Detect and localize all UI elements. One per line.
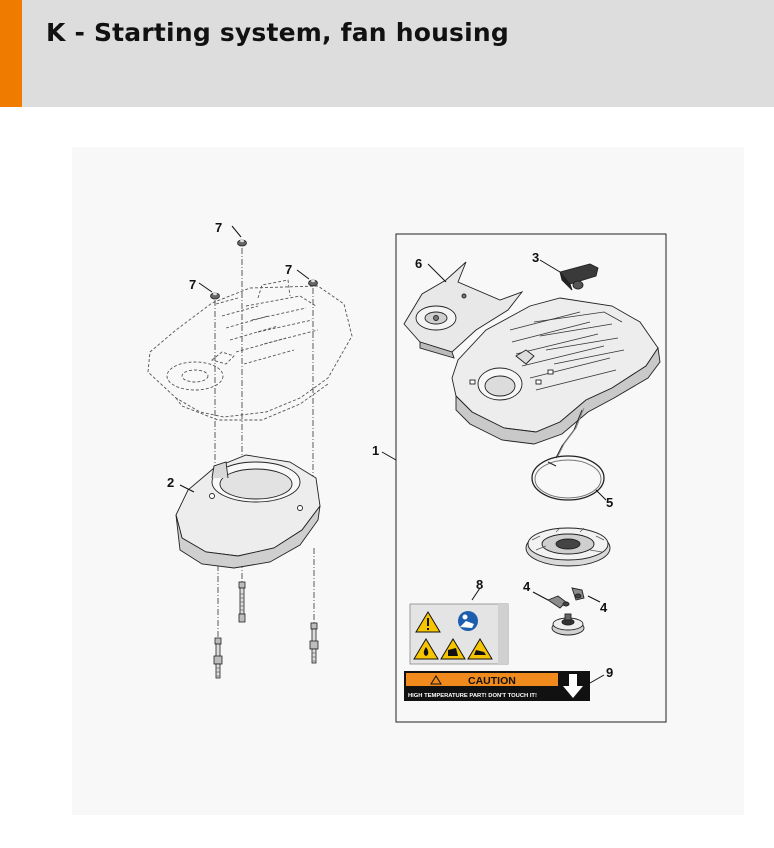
hand-hot-surface-icon	[467, 638, 493, 660]
callout-9: 9	[606, 665, 613, 680]
leader-4a	[532, 591, 549, 601]
leader-1	[381, 451, 397, 461]
pawl-4-right	[571, 587, 585, 601]
diagram-panel	[72, 147, 744, 815]
callout-6: 6	[415, 256, 422, 271]
screw-center	[238, 581, 246, 623]
assembly-box	[395, 233, 667, 723]
callout-7-left: 7	[189, 277, 196, 292]
callout-2: 2	[167, 475, 174, 490]
callout-1: 1	[372, 443, 379, 458]
pawl-4-left	[547, 595, 570, 609]
leader-2	[179, 484, 195, 493]
callout-4-right: 4	[600, 600, 608, 615]
leader-6	[427, 263, 447, 283]
nut-7-left	[198, 282, 220, 300]
fire-icon	[413, 638, 439, 660]
starter-rope-5	[531, 407, 605, 501]
ghost-housing-outline	[147, 279, 353, 421]
arrow-down-icon	[563, 674, 583, 698]
starter-hub	[551, 613, 585, 636]
page-title: K - Starting system, fan housing	[46, 18, 510, 47]
nut-7-top	[231, 225, 247, 247]
callout-3: 3	[532, 250, 539, 265]
screw-right	[309, 622, 319, 664]
caution-heading: CAUTION	[468, 675, 516, 687]
warning-label-8	[409, 603, 509, 665]
callout-8: 8	[476, 577, 483, 592]
read-manual-icon	[458, 611, 478, 631]
warning-icon	[415, 611, 441, 633]
nut-7-right	[296, 269, 318, 287]
starter-housing	[451, 297, 661, 445]
leader-9	[589, 674, 605, 684]
callout-4-left: 4	[523, 579, 531, 594]
fuel-pour-icon	[440, 638, 466, 660]
fan-cover-6	[403, 261, 524, 359]
callout-5: 5	[606, 495, 613, 510]
leader-4b	[587, 595, 601, 603]
caution-text: HIGH TEMPERATURE PART! DON'T TOUCH IT!	[408, 693, 537, 699]
fan-housing	[175, 454, 321, 569]
screw-left	[213, 637, 223, 679]
starter-handle-3	[559, 263, 599, 291]
callout-7-right: 7	[285, 262, 292, 277]
alignment-lines	[214, 248, 315, 640]
leader-3	[539, 259, 561, 273]
starter-pulley	[525, 527, 611, 567]
leader-5	[595, 489, 607, 501]
header-accent-bar	[0, 0, 22, 107]
leader-8	[471, 587, 481, 601]
caution-label-9: CAUTION HIGH TEMPERATURE PART! DON'T TOU…	[404, 671, 590, 701]
callout-7-top: 7	[215, 220, 222, 235]
page-header: K - Starting system, fan housing	[0, 0, 774, 107]
